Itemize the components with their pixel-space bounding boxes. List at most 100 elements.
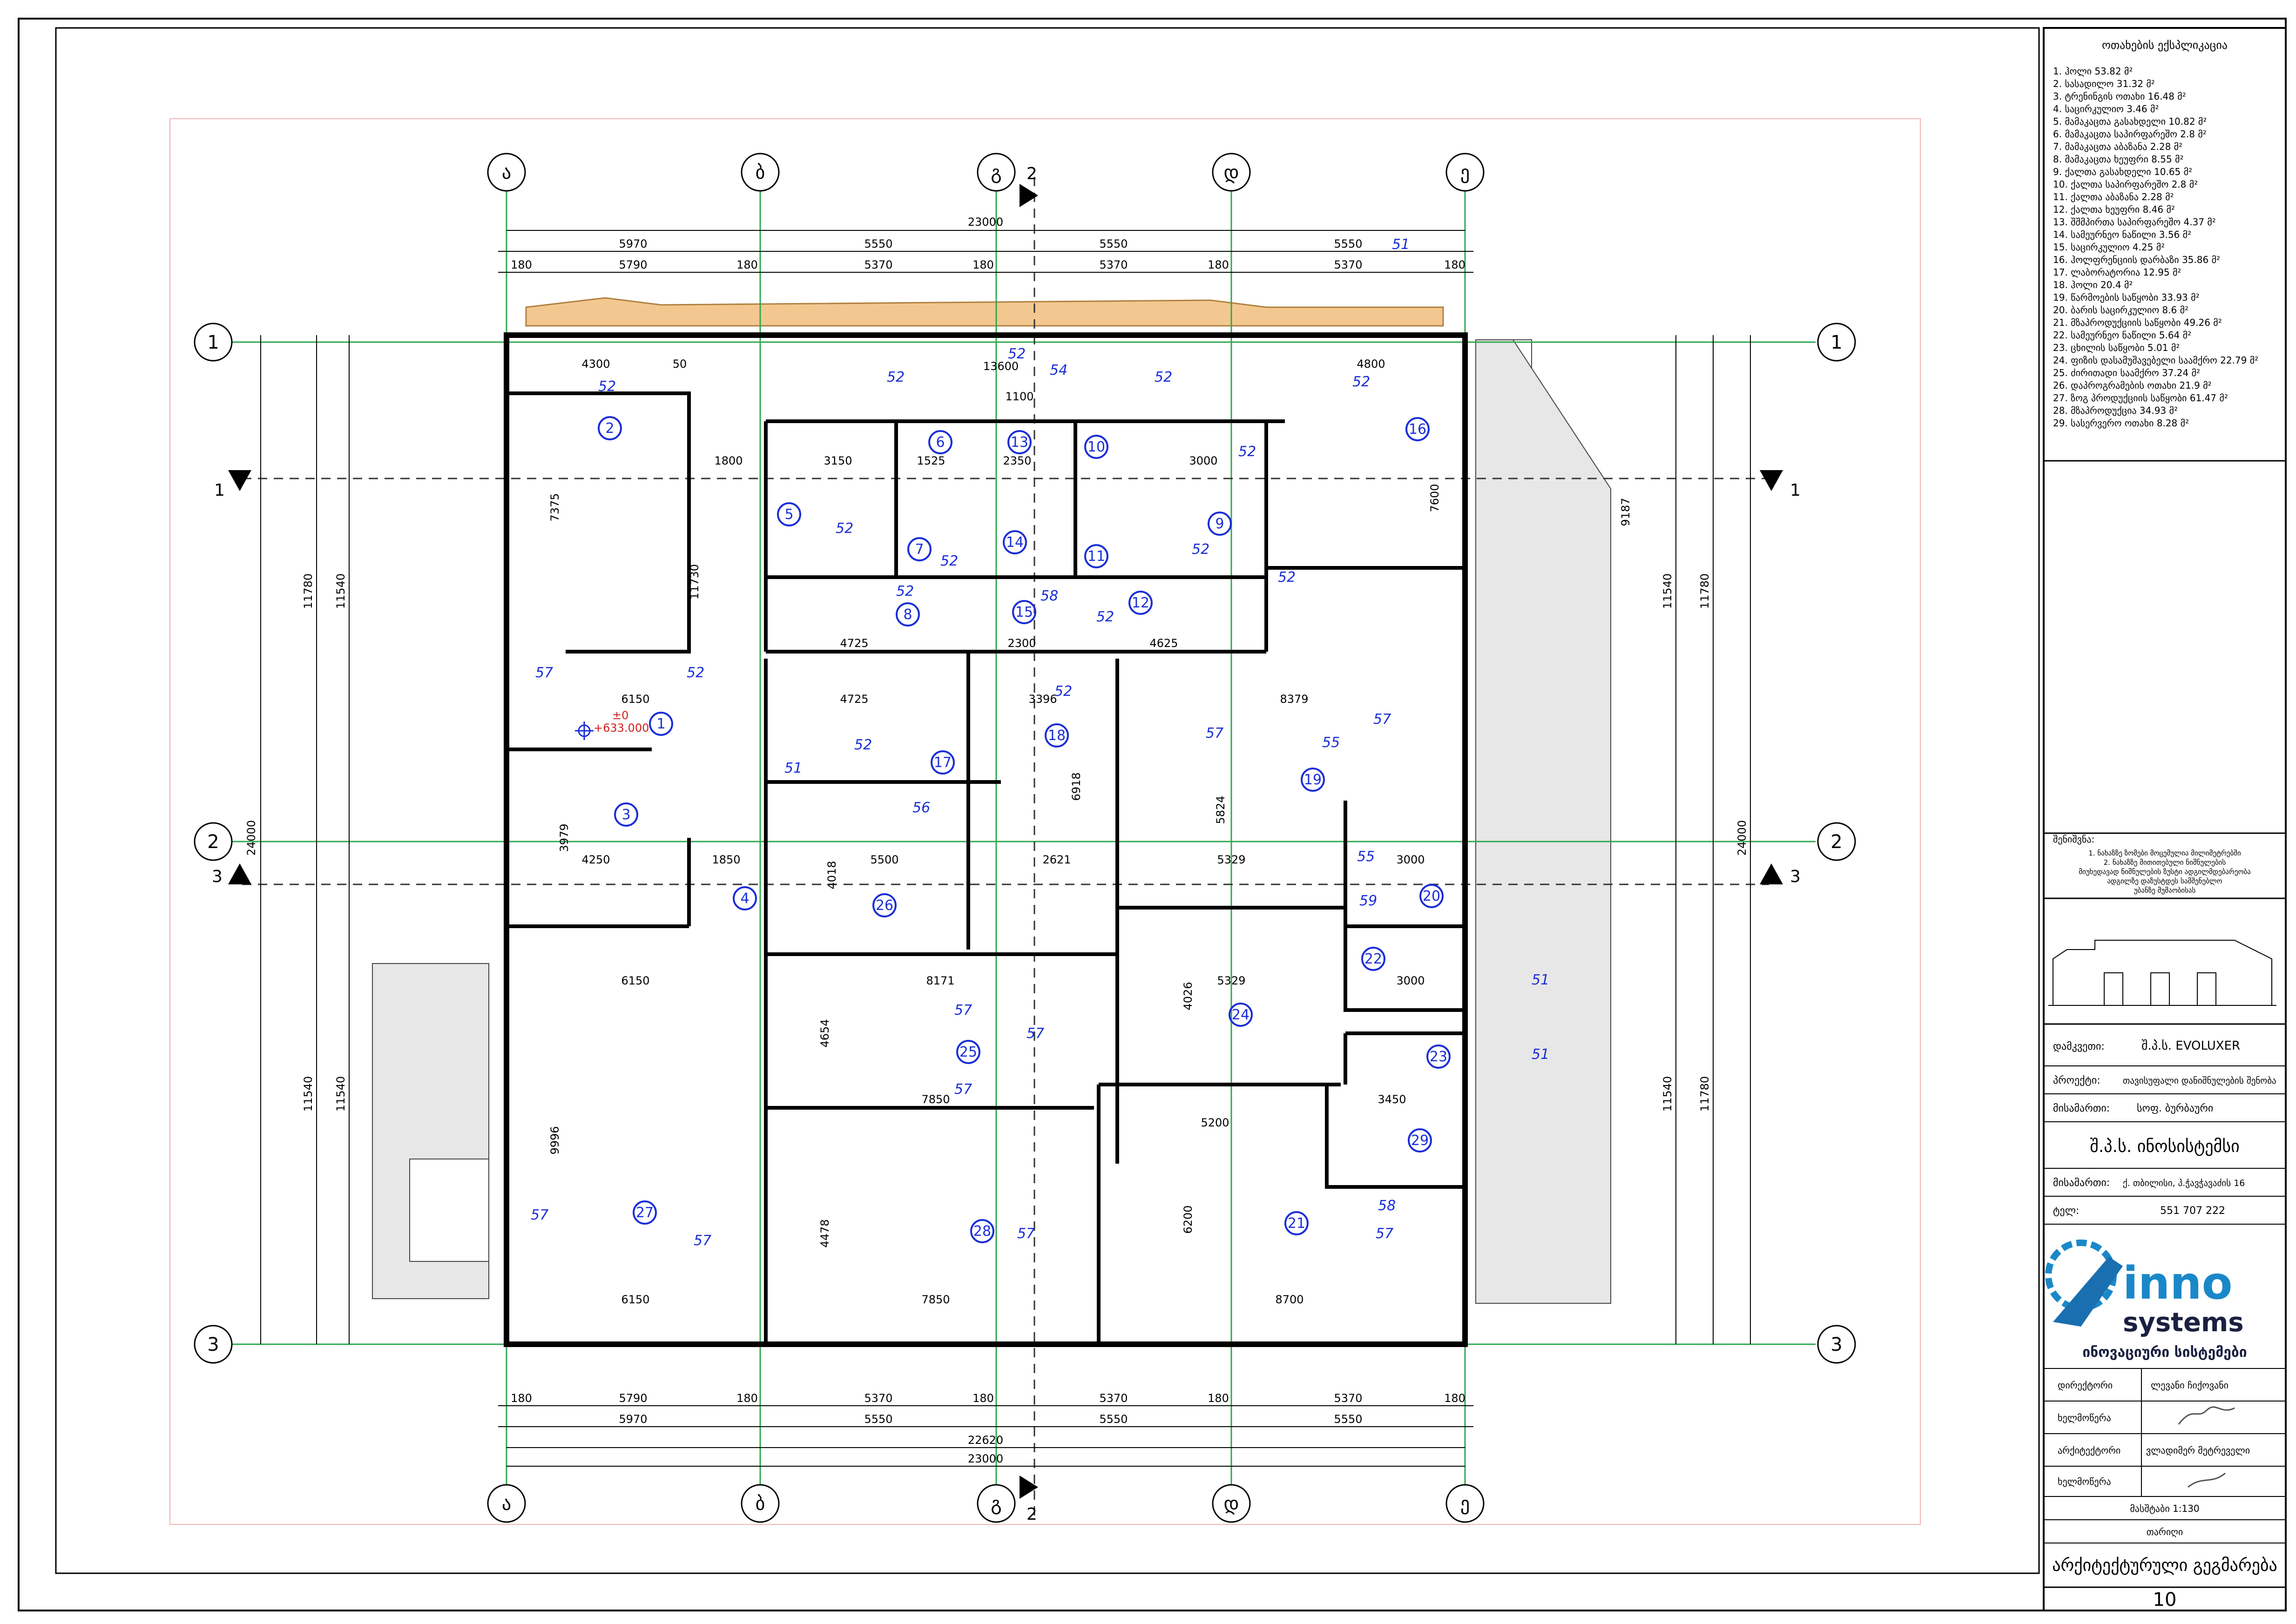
section-3-left-label: 3 [212, 867, 223, 886]
dim-top-r1-0: 5970 [619, 237, 647, 250]
door-tag-7: 52 [940, 553, 958, 569]
signature-label: ხელმოწერა [2058, 1412, 2111, 1423]
legend-room-2: 2. სასადილო 31.32 მ² [2053, 78, 2155, 89]
axis-bubble-top-e [1445, 153, 1485, 192]
room-circle-20 [1419, 884, 1444, 908]
company-address-value: ქ. თბილისი, პ.ჭავჭავაძის 16 [2123, 1178, 2245, 1188]
door-tag-13: 52 [1054, 683, 1072, 700]
idim-37: 7375 [548, 493, 561, 521]
room-number-21: 21 [1288, 1215, 1305, 1232]
room-number-19: 19 [1304, 772, 1322, 788]
architect-value: ვლადიმერ მეტრეველი [2146, 1445, 2250, 1456]
legend-room-25: 25. ძირითადი საამქრო 37.24 მ² [2053, 367, 2200, 378]
section-1-left-label: 1 [214, 481, 225, 500]
axis-label-right-1: 1 [1830, 332, 1842, 353]
room-number-7: 7 [915, 541, 924, 558]
room-number-9: 9 [1215, 516, 1224, 532]
door-tag-11: 52 [1096, 609, 1114, 625]
axis-label-left-1: 1 [207, 332, 219, 353]
dim-bot-r1-1: 5790 [619, 1392, 647, 1405]
axis-bubble-top-d [1212, 153, 1251, 192]
level-mark-zero: ±0 [612, 709, 628, 722]
architect-label: არქიტექტორი [2058, 1445, 2120, 1456]
idim-43: 7600 [1428, 484, 1441, 512]
drawing-frame [55, 27, 2040, 1574]
legend-room-22: 22. სამეურნეო ნაწილი 5.64 მ² [2053, 330, 2191, 341]
room-number-23: 23 [1430, 1049, 1447, 1065]
idim-17: 4250 [581, 853, 610, 866]
room-circle-8 [896, 602, 920, 627]
logo-word: inno [2123, 1257, 2233, 1309]
room-number-13: 13 [1011, 434, 1028, 451]
room-circle-21 [1284, 1211, 1309, 1235]
axis-bubble-top-a [487, 153, 526, 192]
door-tag-27: 57 [1017, 1226, 1035, 1242]
idim-3: 1100 [1005, 390, 1033, 403]
door-tag-26: 57 [954, 1081, 972, 1098]
door-tag-14: 52 [854, 737, 872, 753]
room-circle-12 [1128, 591, 1153, 615]
axis-labels: ა ბ გ დ ე ა ბ გ დ ე 1 2 3 1 2 3 [207, 162, 1842, 1515]
section-2-bottom-triangle [1020, 1476, 1038, 1499]
legend-room-14: 14. სამეურნეო ნაწილი 3.56 მ² [2053, 229, 2191, 240]
idim-39: 9996 [548, 1126, 561, 1154]
axis-bubble-bot-a [487, 1484, 526, 1523]
dim-bot-r1-5: 5370 [1099, 1392, 1128, 1405]
director-value: ლევანი ჩიქოვანი [2151, 1380, 2228, 1391]
idim-0: 4300 [581, 357, 610, 371]
room-number-1: 1 [656, 716, 665, 732]
legend-room-18: 18. ჰოლი 20.4 მ² [2053, 279, 2133, 290]
dim-top-r2-4: 180 [972, 258, 994, 271]
room-number-25: 25 [959, 1044, 977, 1060]
door-tag-12: 52 [687, 665, 704, 681]
idim-25: 5329 [1217, 974, 1245, 987]
door-tag-0: 52 [598, 378, 616, 395]
dim-left-d: 11540 [334, 1076, 347, 1112]
room-number-2: 2 [605, 420, 614, 437]
section-3-right-triangle [1760, 863, 1783, 884]
elevation-door-2 [2150, 972, 2170, 1006]
door-tag-32: 55 [1357, 849, 1375, 865]
dim-top-r2-3: 5370 [864, 258, 892, 271]
door-tag-6: 52 [836, 520, 853, 537]
idim-1: 50 [673, 357, 687, 371]
dim-bot-total2: 22620 [968, 1434, 1003, 1447]
dim-bot-r1-3: 5370 [864, 1392, 892, 1405]
room-number-26: 26 [876, 897, 893, 914]
dim-right-b: 11780 [1698, 1076, 1711, 1112]
idim-46: 4026 [1182, 982, 1195, 1010]
idim-22: 3000 [1396, 853, 1425, 866]
axis-bubble-left-3 [194, 1325, 233, 1364]
dim-top-r1-3: 5550 [1334, 237, 1362, 250]
idim-4: 4800 [1357, 357, 1385, 371]
scale-label: მასშტაბი 1:130 [2130, 1503, 2199, 1514]
section-2-bottom-label: 2 [1026, 1505, 1037, 1524]
idim-32: 8700 [1275, 1293, 1303, 1306]
axis-label-top-e: ე [1460, 162, 1470, 183]
client-label: დამკვეთი: [2053, 1041, 2105, 1052]
dim-bot-r1-7: 5370 [1334, 1392, 1362, 1405]
dim-bot-r2-0: 5970 [619, 1413, 647, 1426]
address-label: მისამართი: [2053, 1103, 2110, 1114]
section-1-right-triangle [1760, 470, 1783, 491]
room-circle-3 [614, 802, 638, 827]
room-tags [598, 416, 1451, 1243]
dim-bot-r2-3: 5550 [1334, 1413, 1362, 1426]
room-number-24: 24 [1232, 1007, 1249, 1023]
door-tag-5: 52 [1238, 444, 1256, 460]
note-line-2: 2. ნახაზზე მითითებული ნიშნულების [2104, 858, 2226, 867]
axis-bubble-bot-b [741, 1484, 780, 1523]
idim-16: 8379 [1280, 693, 1308, 706]
room-number-16: 16 [1409, 421, 1426, 438]
room-number-8: 8 [903, 606, 912, 623]
dimension-lines [260, 230, 1751, 1467]
idim-26: 3000 [1396, 974, 1425, 987]
axis-label-top-g: გ [991, 162, 1001, 183]
legend-room-9: 9. ქალთა გასახდელი 10.65 მ² [2053, 166, 2192, 177]
room-circle-5 [777, 502, 801, 526]
axis-bubble-right-2 [1817, 822, 1856, 861]
sheet-number: 10 [2153, 1589, 2177, 1611]
idim-47: 3979 [558, 823, 571, 852]
idim-12: 4625 [1149, 637, 1178, 650]
section-2-top-label: 2 [1026, 164, 1037, 183]
